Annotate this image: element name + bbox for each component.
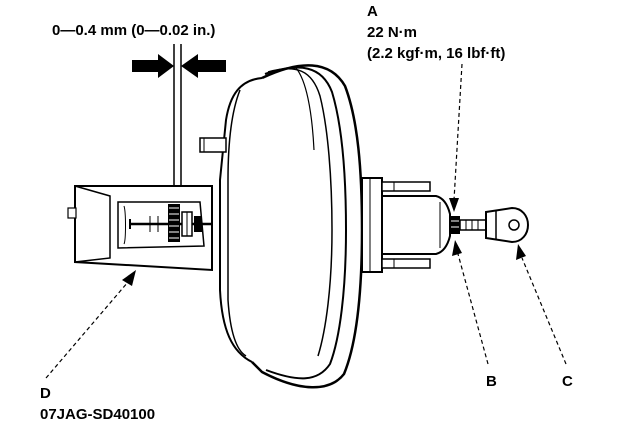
leader-b-arrowhead xyxy=(452,240,462,256)
callout-a-torque-alt: (2.2 kgf·m, 16 lbf·ft) xyxy=(367,45,505,62)
clearance-label: 0—0.4 mm (0—0.02 in.) xyxy=(52,22,215,39)
booster-body xyxy=(199,64,364,389)
callout-d-letter: D xyxy=(40,385,51,402)
leader-d xyxy=(45,281,129,379)
clevis-pin-hole xyxy=(508,219,520,231)
special-tool-d xyxy=(67,185,213,272)
leader-a-arrowhead xyxy=(449,198,459,212)
booster-rim-ridge-2 xyxy=(267,68,333,357)
lock-nut-b xyxy=(450,216,460,234)
rear-stud-lower xyxy=(381,258,431,269)
clearance-arrow-left xyxy=(132,54,174,78)
callout-a-torque: 22 N·m xyxy=(367,24,417,41)
booster-rim-ridge-1 xyxy=(264,66,348,380)
clevis-c xyxy=(485,206,530,244)
tool-adjuster-nut xyxy=(168,204,180,242)
leader-a xyxy=(453,63,463,201)
clearance-arrow-right xyxy=(181,54,226,78)
callout-a-letter: A xyxy=(367,3,378,20)
callout-b-letter: B xyxy=(486,373,497,390)
leader-lines xyxy=(45,63,567,379)
callout-d-tool-number: 07JAG-SD40100 xyxy=(40,406,155,423)
rear-flange xyxy=(361,177,383,273)
booster-upper-stud xyxy=(199,137,227,153)
push-rod-thread xyxy=(459,219,487,231)
leader-b xyxy=(457,253,489,365)
booster-front-shell-inner xyxy=(227,89,247,357)
tool-slot xyxy=(117,201,205,249)
leader-d-arrowhead xyxy=(122,270,136,286)
leader-c xyxy=(521,257,567,365)
leader-c-arrowhead xyxy=(516,244,526,260)
push-rod-assembly xyxy=(361,177,530,273)
clearance-arrows xyxy=(132,44,226,214)
booster-front-shell xyxy=(219,77,263,363)
booster-rim-ridge-3 xyxy=(295,67,315,151)
callout-c-letter: C xyxy=(562,373,573,390)
rear-stud-upper xyxy=(381,181,431,192)
